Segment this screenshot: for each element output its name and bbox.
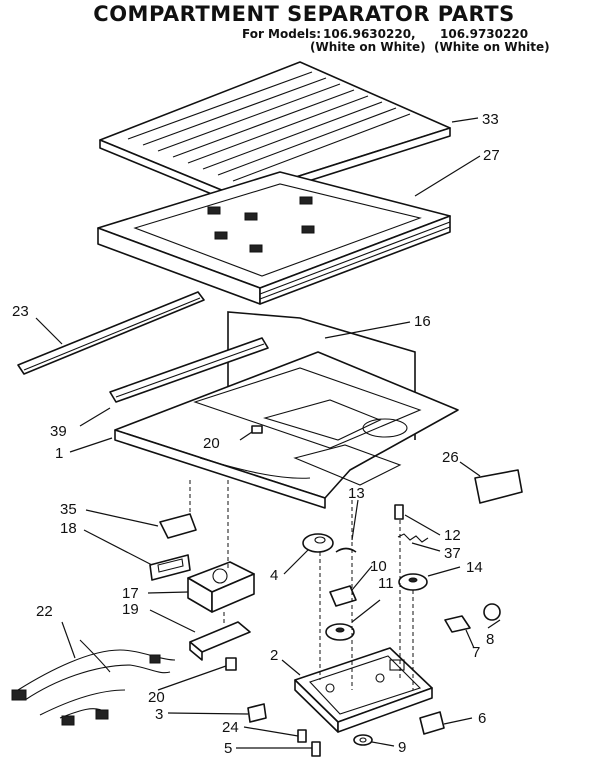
callout-35: 35	[60, 501, 77, 518]
part-12-screw	[394, 504, 404, 520]
part-22-wire-harness	[11, 639, 176, 726]
part-7-socket	[444, 615, 471, 633]
callout-12: 12	[444, 527, 461, 544]
part-35-bracket	[159, 513, 197, 539]
model-variant-1: (White on White)	[310, 40, 426, 54]
part-5-screw	[311, 741, 321, 757]
callout-8: 8	[486, 631, 494, 648]
part-19-damper-control	[189, 612, 251, 661]
part-2-control-housing	[294, 647, 433, 733]
callout-22: 22	[36, 603, 53, 620]
callout-2: 2	[270, 647, 278, 664]
part-20-screw-lower	[225, 657, 237, 671]
callout-10: 10	[370, 558, 387, 575]
callout-leaders	[35, 117, 501, 749]
callout-4: 4	[270, 567, 278, 584]
callout-3: 3	[155, 706, 163, 723]
models-prefix: For Models:	[242, 27, 322, 41]
callout-39: 39	[50, 423, 67, 440]
callout-20-lower: 20	[148, 689, 165, 706]
callout-14: 14	[466, 559, 483, 576]
callout-17: 17	[122, 585, 139, 602]
part-1-separator-panel	[114, 351, 459, 509]
callout-6: 6	[478, 710, 486, 727]
part-4-cam	[302, 533, 334, 553]
callout-26: 26	[442, 449, 459, 466]
part-16-wire	[227, 311, 416, 440]
callout-7: 7	[472, 644, 480, 661]
callout-20-upper: 20	[203, 435, 220, 452]
callout-13: 13	[348, 485, 365, 502]
part-27-separator-cover	[97, 171, 451, 305]
callout-37: 37	[444, 545, 461, 562]
part-6-lamp	[419, 711, 445, 735]
callout-labels: 33 27 23 16 39 1 20 26 35 18 13 12 37 17…	[12, 111, 500, 757]
part-13-clip	[335, 547, 357, 553]
part-37-spring	[397, 533, 429, 543]
part-20-screw-upper	[239, 425, 263, 441]
part-26-insulation	[474, 469, 523, 504]
callout-11: 11	[378, 575, 394, 592]
part-17-damper-housing	[187, 561, 255, 613]
part-3-connector	[247, 703, 267, 723]
part-23-strip	[17, 291, 205, 375]
part-8-bulb	[483, 603, 501, 621]
callout-23: 23	[12, 303, 29, 320]
model-number-1: 106.9630220,	[323, 27, 416, 41]
callout-24: 24	[222, 719, 239, 736]
callout-5: 5	[224, 740, 232, 757]
model-variant-2: (White on White)	[434, 40, 550, 54]
part-11-knob	[325, 623, 355, 641]
callout-18: 18	[60, 520, 77, 537]
callout-19: 19	[122, 601, 139, 618]
callout-33: 33	[482, 111, 499, 128]
callout-27: 27	[483, 147, 500, 164]
page-title: COMPARTMENT SEPARATOR PARTS	[93, 2, 515, 26]
model-number-2: 106.9730220	[440, 27, 529, 41]
callout-16: 16	[414, 313, 431, 330]
part-10-switch	[329, 585, 357, 607]
assembly-lines	[189, 480, 414, 690]
part-18-gasket	[149, 554, 191, 581]
part-39-trim	[109, 337, 269, 403]
callout-9: 9	[398, 739, 406, 756]
part-24-screw	[297, 729, 307, 743]
callout-1: 1	[55, 445, 63, 462]
part-9-washer	[353, 734, 373, 746]
part-14-knob	[398, 573, 428, 591]
